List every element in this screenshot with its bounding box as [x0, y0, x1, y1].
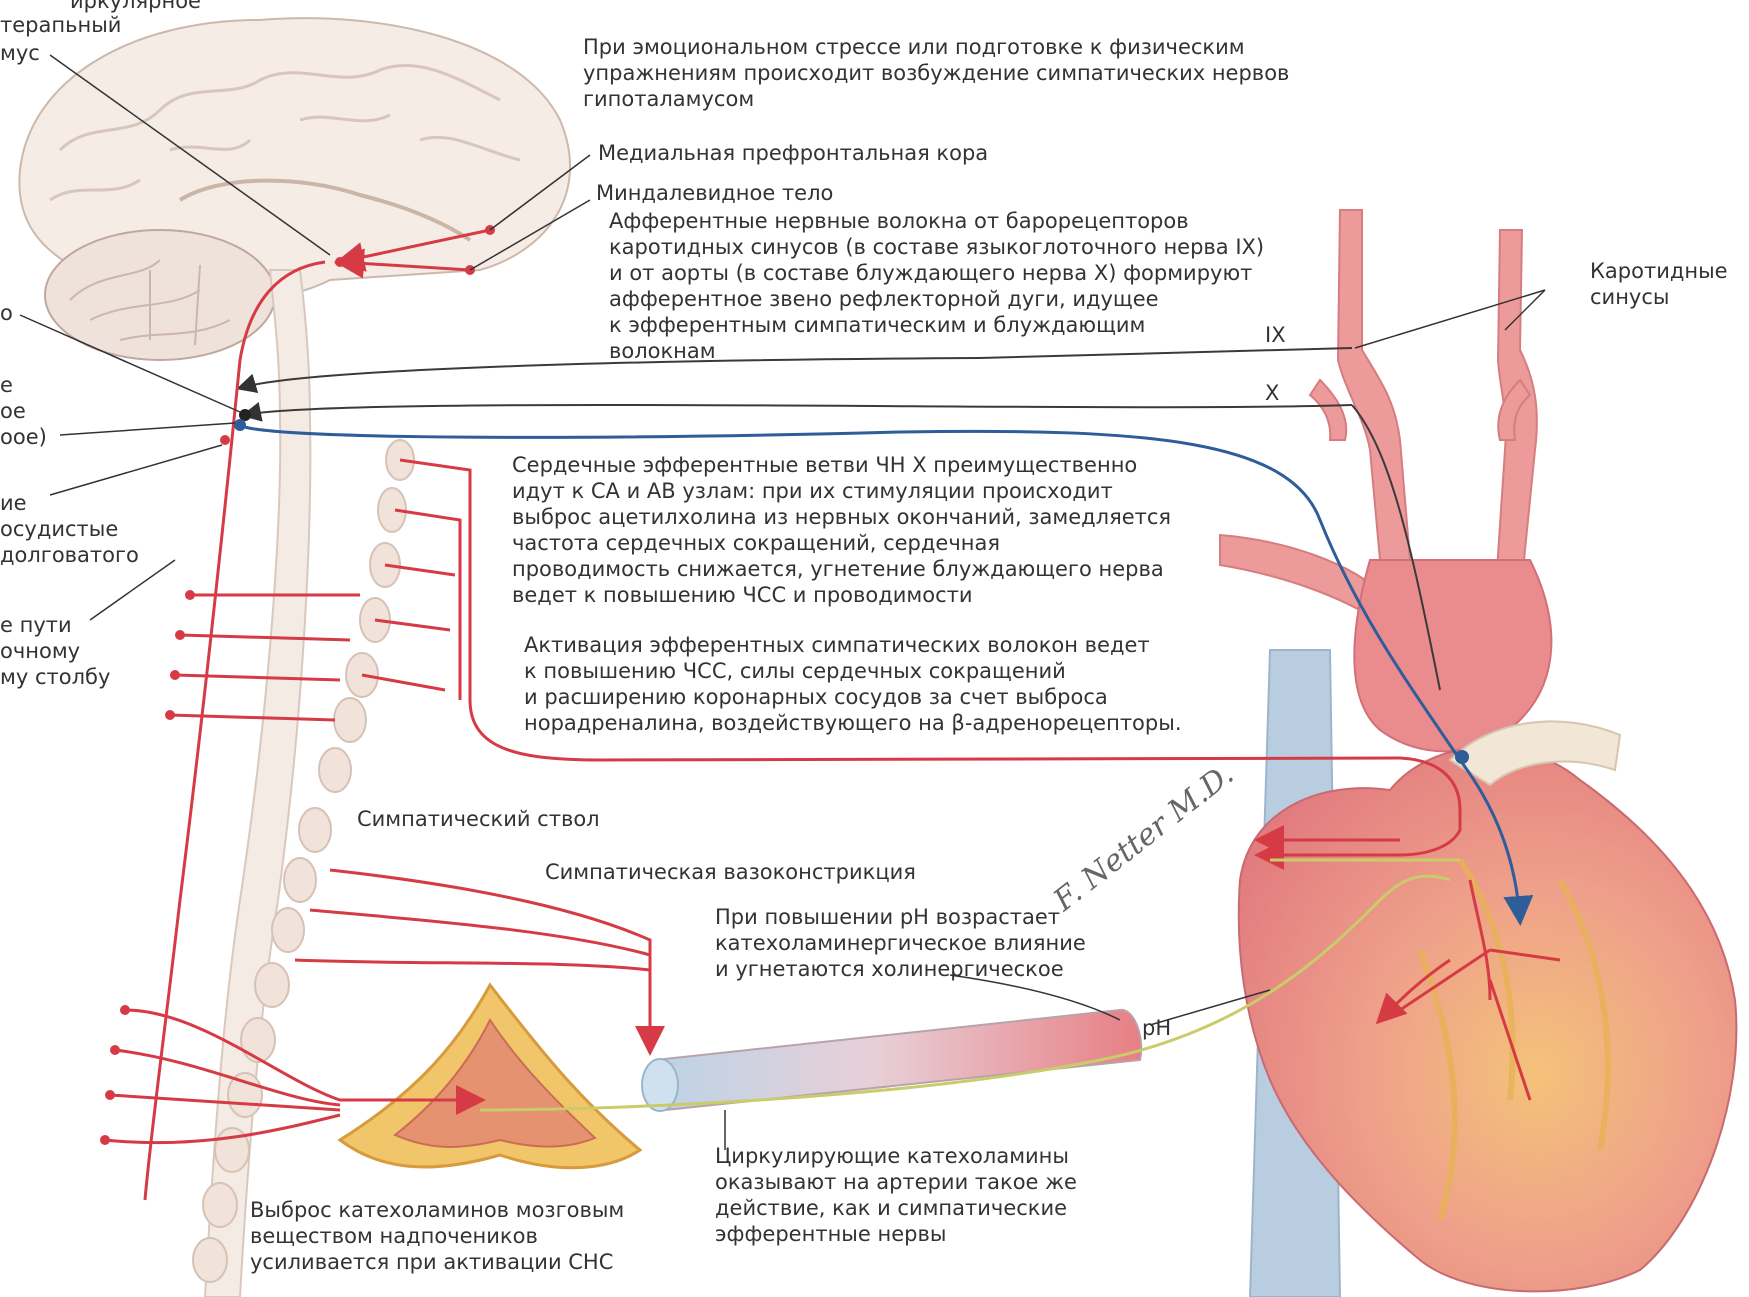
label-top-left-partial-2: терапьный: [0, 12, 121, 38]
label-ph-effect: При повышении pH возрастает катехоламине…: [715, 904, 1086, 982]
label-left-partial-b: е ое оое): [0, 372, 47, 450]
label-vasoconstriction: Симпатическая вазоконстрикция: [545, 859, 916, 885]
label-nerve-ix: IX: [1265, 322, 1286, 348]
label-sympathetic-activation: Активация эфферентных симпатических воло…: [524, 632, 1182, 736]
label-stress: При эмоциональном стрессе или подготовке…: [583, 34, 1289, 112]
label-left-partial-a: о: [0, 300, 13, 326]
label-sympathetic-trunk: Симпатический ствол: [357, 806, 600, 832]
medulla-nucleus-blue: [234, 419, 246, 431]
artery-segment: [642, 1010, 1141, 1111]
label-ph: pH: [1142, 1015, 1171, 1041]
label-catecholamines: Циркулирующие катехоламины оказывают на …: [715, 1143, 1077, 1247]
label-carotid-sinuses: Каротидные синусы: [1590, 258, 1728, 310]
aorta: [1354, 560, 1551, 751]
label-afferent-fibers: Афферентные нервные волокна от барорецеп…: [609, 208, 1264, 364]
adrenal-gland: [340, 985, 640, 1168]
label-adrenal-release: Выброс катехоламинов мозговым веществом …: [250, 1197, 624, 1275]
label-left-partial-c: ие осудистые долговатого: [0, 490, 139, 568]
label-left-partial-d: е пути очному му столбу: [0, 612, 110, 690]
label-top-left-partial-3: мус: [0, 40, 40, 66]
label-nerve-x: X: [1265, 380, 1279, 406]
cardiac-plexus-node: [1455, 750, 1469, 764]
label-prefrontal-cortex: Медиальная префронтальная кора: [598, 140, 988, 166]
label-vagal-efferent: Сердечные эфферентные ветви ЧН X преимущ…: [512, 452, 1171, 608]
label-amygdala: Миндалевидное тело: [596, 180, 833, 206]
